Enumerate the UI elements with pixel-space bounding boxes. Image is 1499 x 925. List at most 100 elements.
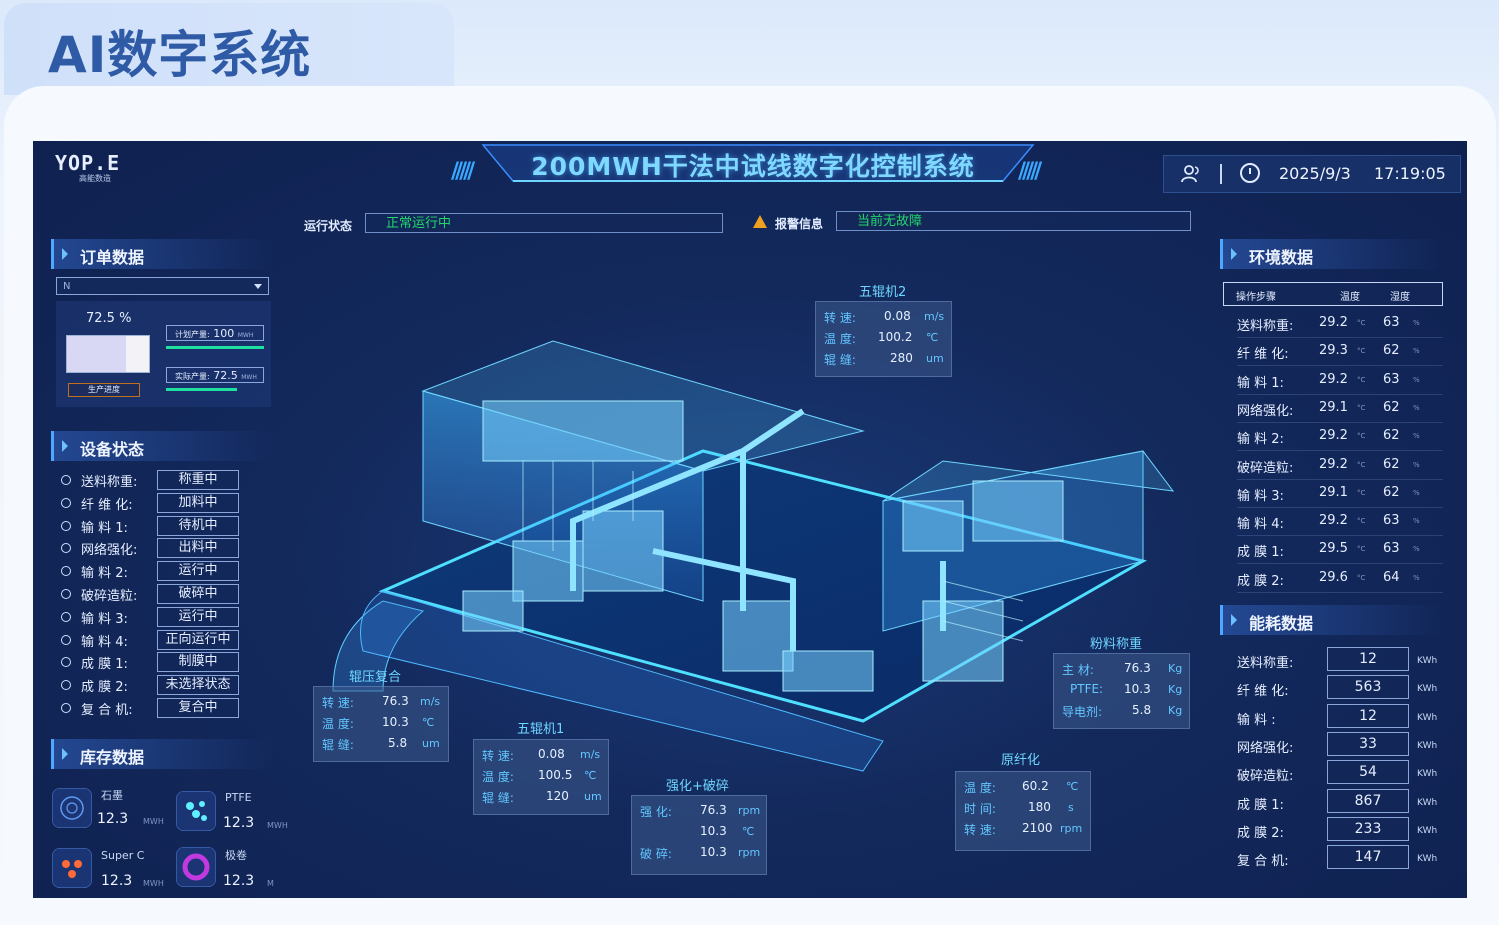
param-label: 转 速:	[322, 696, 354, 710]
logo-text: YOP.E	[55, 151, 121, 175]
env-hum-unit: %	[1413, 347, 1420, 356]
system-title: 200MWH干法中试线数字化控制系统	[531, 152, 975, 181]
param-unit: s	[1068, 801, 1074, 814]
datetime-bar: 2025/9/3 17:19:05	[1163, 155, 1461, 193]
param-label: 导电剂:	[1062, 705, 1103, 719]
inventory-panel-title: 库存数据	[80, 748, 145, 767]
env-hum-unit: %	[1413, 460, 1420, 469]
energy-value: 12	[1327, 703, 1409, 728]
current-date: 2025/9/3	[1279, 164, 1351, 183]
param-label: 转 速:	[824, 311, 856, 325]
env-temp-unit: °C	[1357, 375, 1366, 384]
energy-name: 复 合 机:	[1237, 854, 1289, 870]
device-status: 称重中	[157, 470, 239, 490]
device-status: 运行中	[157, 606, 239, 627]
env-head-step: 操作步骤	[1236, 292, 1276, 303]
header-frame	[481, 144, 1035, 182]
env-temp: 29.2	[1319, 513, 1348, 529]
env-hum-unit: %	[1413, 488, 1420, 497]
actual-label: 实际产量:	[175, 372, 210, 381]
ptfe-icon	[176, 791, 216, 831]
env-hum: 62	[1383, 343, 1400, 359]
env-temp: 29.2	[1319, 371, 1348, 387]
progress-percent: 72.5 %	[86, 311, 132, 326]
inventory-unit: MWH	[143, 817, 164, 826]
param-unit: ℃	[422, 716, 435, 729]
env-step-name: 输 料 1:	[1237, 375, 1284, 391]
param-label: 转 速:	[964, 823, 996, 837]
status-dot-icon	[61, 680, 71, 691]
device-row: 输 料 3:运行中	[61, 606, 251, 627]
env-temp-unit: °C	[1357, 573, 1366, 582]
order-card: 72.5 % 生产进度 计划产量: 100 MWH 实际产量: 72.5 MWH	[56, 301, 271, 407]
device-status: 正向运行中	[157, 629, 239, 650]
env-hum: 62	[1383, 484, 1400, 500]
energy-name: 纤 维 化:	[1237, 684, 1289, 700]
energy-name: 送料称重:	[1237, 656, 1294, 671]
device-name: 成 膜 2:	[81, 680, 128, 696]
energy-unit: KWh	[1417, 684, 1438, 695]
param-value: 76.3	[700, 803, 727, 817]
energy-name: 成 膜 2:	[1237, 825, 1284, 841]
device-row: 输 料 2:运行中	[61, 561, 251, 582]
status-dot-icon	[61, 657, 71, 668]
energy-unit: KWh	[1417, 712, 1438, 723]
env-step-name: 破碎造粒:	[1237, 460, 1294, 476]
current-time: 17:19:05	[1374, 164, 1446, 183]
energy-unit: KWh	[1417, 740, 1438, 751]
param-label: 转 速:	[482, 749, 514, 763]
param-label: 破 碎:	[640, 847, 672, 861]
param-unit: ℃	[742, 825, 755, 838]
env-hum-unit: %	[1413, 517, 1420, 526]
param-value: 100.2	[878, 330, 913, 344]
env-temp: 29.5	[1319, 541, 1348, 557]
actual-unit: MWH	[241, 374, 257, 381]
planned-output: 计划产量: 100 MWH	[166, 325, 264, 341]
factory-3d-model	[332, 340, 1175, 772]
device-name: 输 料 4:	[81, 634, 128, 650]
env-step-name: 送料称重:	[1237, 319, 1294, 334]
divider	[1220, 164, 1222, 184]
inventory-value: 12.3	[223, 873, 255, 889]
param-unit: ℃	[584, 769, 597, 782]
env-hum-unit: %	[1413, 375, 1420, 384]
header-stripes-left: /////	[451, 159, 475, 184]
param-value: 0.08	[538, 747, 565, 761]
actual-line	[166, 388, 238, 391]
param-unit: rpm	[738, 804, 761, 817]
inventory-unit: M	[267, 879, 274, 888]
energy-name: 破碎造粒:	[1237, 769, 1294, 785]
device-row: 输 料 4: 正向运行中	[61, 629, 251, 650]
dashboard-screen: YOP.E 高能数造 ///// ///// 200MWH干法中试线数字化控制系…	[33, 141, 1467, 898]
energy-panel-header: 能耗数据	[1220, 605, 1443, 635]
inventory-value: 12.3	[101, 873, 133, 889]
env-table-header: 操作步骤 温度 湿度	[1223, 282, 1443, 306]
actual-value: 72.5	[213, 369, 238, 382]
param-value: 0.08	[884, 309, 911, 323]
device-name: 送料称重:	[81, 475, 138, 490]
inventory-unit: MWH	[143, 879, 164, 888]
device-status: 制膜中	[157, 652, 239, 673]
param-label: 辊 缝:	[482, 791, 514, 805]
env-hum: 62	[1383, 456, 1400, 472]
param-unit: um	[584, 790, 602, 803]
users-icon[interactable]	[1180, 163, 1202, 185]
device-status: 复合中	[157, 698, 239, 718]
env-step-name: 网络强化:	[1237, 403, 1294, 419]
order-select[interactable]: N	[56, 277, 269, 295]
param-value: 2100	[1022, 821, 1053, 835]
planned-line	[166, 346, 264, 349]
energy-value: 54	[1327, 760, 1409, 785]
env-hum: 63	[1383, 513, 1400, 529]
param-label: 强 化:	[640, 805, 672, 819]
